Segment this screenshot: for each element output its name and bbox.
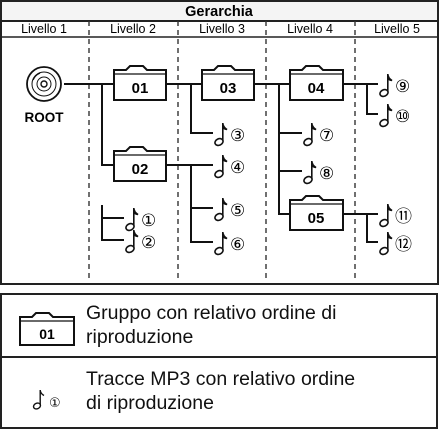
group-04-label: 04 bbox=[308, 80, 325, 97]
track-4: ④ bbox=[214, 154, 245, 179]
legend-track-line-1: Tracce MP3 con relativo ordine bbox=[86, 368, 356, 390]
root-disc-icon bbox=[26, 66, 62, 102]
track-9: ⑨ bbox=[379, 73, 410, 98]
group-01-label: 01 bbox=[132, 80, 149, 97]
level-3-label: Livello 3 bbox=[199, 22, 245, 36]
music-note-icon bbox=[303, 122, 317, 147]
track-4-number: ④ bbox=[230, 158, 245, 177]
music-note-icon bbox=[379, 231, 393, 256]
root-label: ROOT bbox=[25, 110, 65, 125]
track-10: ⑩ bbox=[379, 103, 410, 128]
diagram-title: Gerarchia bbox=[185, 4, 254, 20]
track-12-number: ⑫ bbox=[395, 235, 412, 254]
music-note-icon: ① bbox=[32, 389, 61, 410]
track-6-number: ⑥ bbox=[230, 235, 245, 254]
track-2: ② bbox=[125, 229, 156, 254]
legend-track-sample: ① bbox=[49, 395, 61, 410]
level-1-label: Livello 1 bbox=[21, 22, 67, 36]
music-note-icon bbox=[379, 73, 393, 98]
hierarchy-diagram: Gerarchia Livello 1 Livello 2 Livello 3 … bbox=[0, 0, 439, 285]
legend-group-row: 01 Gruppo con relativo ordine di riprodu… bbox=[0, 293, 438, 358]
track-6: ⑥ bbox=[214, 231, 245, 256]
group-03-folder-icon: 03 bbox=[201, 65, 255, 101]
music-note-icon bbox=[379, 203, 393, 228]
track-3: ③ bbox=[214, 122, 245, 147]
legend-track-description: Tracce MP3 con relativo ordine di riprod… bbox=[86, 367, 355, 415]
legend-track-line-2: di riproduzione bbox=[86, 392, 214, 414]
track-8: ⑧ bbox=[303, 160, 334, 185]
track-11: ⑪ bbox=[379, 203, 412, 228]
group-03-label: 03 bbox=[220, 80, 237, 97]
track-12: ⑫ bbox=[379, 231, 412, 256]
group-04-folder-icon: 04 bbox=[289, 65, 344, 101]
legend-group-line-2: riproduzione bbox=[86, 326, 194, 348]
group-02-folder-icon: 02 bbox=[113, 146, 167, 182]
track-3-number: ③ bbox=[230, 126, 245, 145]
music-note-icon bbox=[379, 103, 393, 128]
legend-group-line-1: Gruppo con relativo ordine di bbox=[86, 302, 337, 324]
music-note-icon bbox=[214, 231, 228, 256]
group-02-label: 02 bbox=[132, 161, 149, 178]
level-separators bbox=[88, 21, 356, 282]
track-9-number: ⑨ bbox=[395, 77, 410, 96]
legend-group-sample: 01 bbox=[39, 326, 55, 342]
level-2-label: Livello 2 bbox=[110, 22, 156, 36]
music-note-icon bbox=[214, 154, 228, 179]
level-4-label: Livello 4 bbox=[287, 22, 333, 36]
music-note-icon bbox=[214, 197, 228, 222]
music-note-icon bbox=[125, 207, 139, 232]
track-2-number: ② bbox=[141, 233, 156, 252]
music-note-icon bbox=[125, 229, 139, 254]
group-05-label: 05 bbox=[308, 210, 325, 227]
level-5-label: Livello 5 bbox=[374, 22, 420, 36]
track-1: ① bbox=[125, 207, 156, 232]
track-10-number: ⑩ bbox=[395, 107, 410, 126]
track-1-number: ① bbox=[141, 211, 156, 230]
group-01-folder-icon: 01 bbox=[113, 65, 167, 101]
folder-icon: 01 bbox=[19, 312, 75, 346]
track-11-number: ⑪ bbox=[395, 207, 412, 226]
track-8-number: ⑧ bbox=[319, 164, 334, 183]
music-note-icon bbox=[214, 122, 228, 147]
tree-connectors bbox=[64, 83, 378, 243]
track-7-number: ⑦ bbox=[319, 126, 334, 145]
track-5: ⑤ bbox=[214, 197, 245, 222]
track-7: ⑦ bbox=[303, 122, 334, 147]
legend-group-description: Gruppo con relativo ordine di riproduzio… bbox=[86, 301, 336, 349]
legend-track-row: ① Tracce MP3 con relativo ordine di ripr… bbox=[0, 356, 438, 429]
group-05-folder-icon: 05 bbox=[289, 195, 344, 231]
music-note-icon bbox=[303, 160, 317, 185]
track-5-number: ⑤ bbox=[230, 201, 245, 220]
